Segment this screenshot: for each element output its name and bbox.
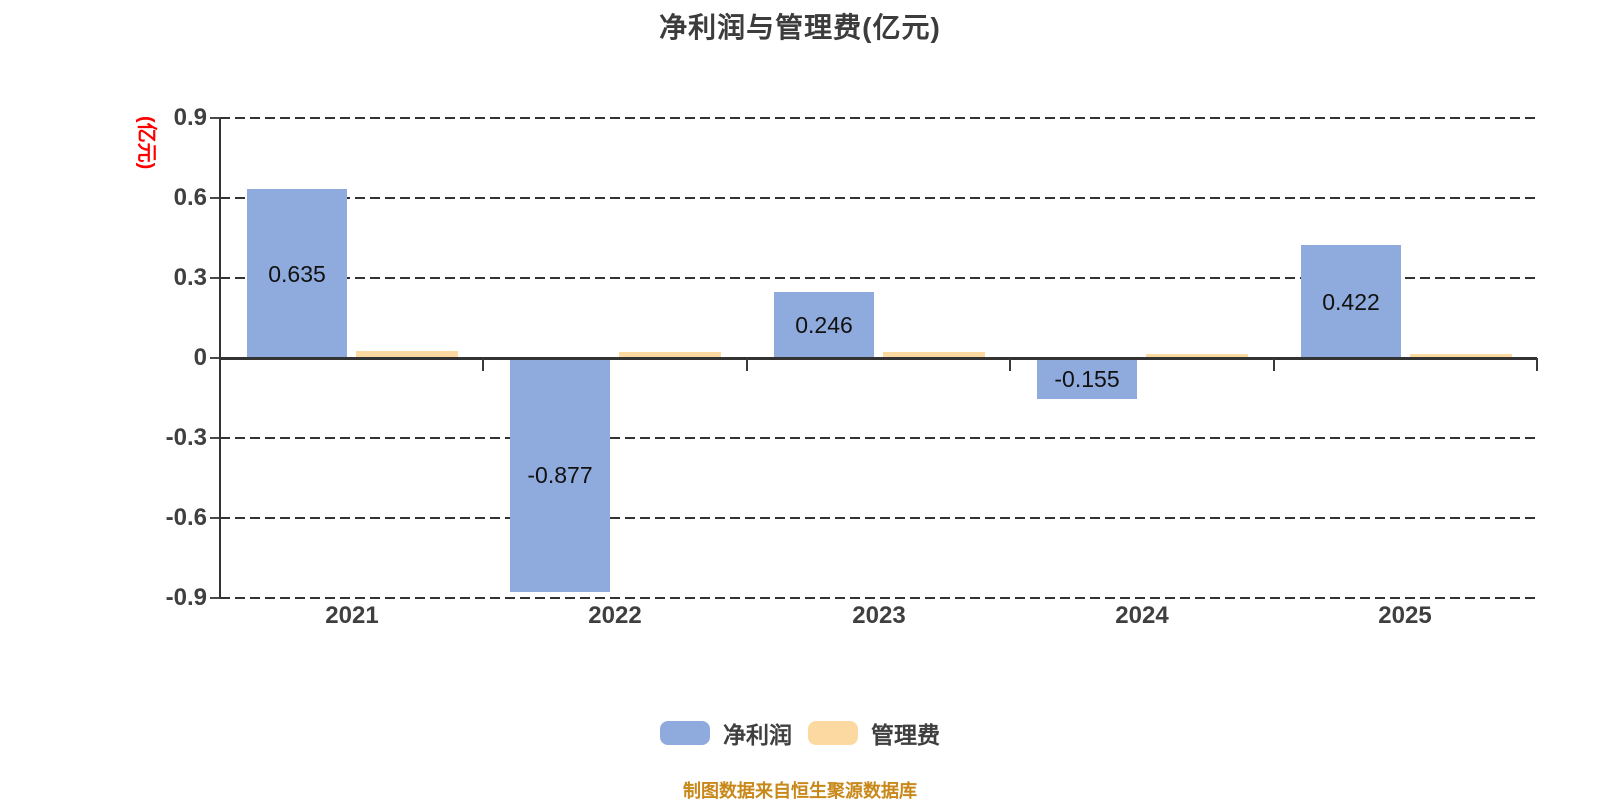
legend-label-management-fee: 管理费 (871, 722, 940, 748)
x-axis-zero-line (220, 357, 1537, 360)
y-tick-label: -0.6 (165, 504, 207, 531)
chart-title: 净利润与管理费(亿元) (659, 12, 941, 43)
x-axis-tick (1009, 358, 1011, 371)
bar-management-fee (356, 351, 458, 358)
bar-net-profit (510, 358, 610, 592)
x-axis-tick (1273, 358, 1275, 371)
legend-item-management-fee: 管理费 (808, 716, 940, 750)
bar-net-profit (247, 189, 347, 358)
y-tick-label: 0.3 (173, 264, 207, 291)
bar-net-profit (1301, 245, 1401, 358)
x-tick-label: 2021 (325, 602, 379, 629)
x-tick-label: 2023 (852, 602, 906, 629)
y-axis-tick (210, 117, 220, 119)
y-axis-line (219, 119, 221, 598)
y-tick-label: -0.9 (165, 584, 207, 611)
y-tick-label: -0.3 (165, 424, 207, 451)
bar-value-label: -0.155 (1054, 365, 1120, 392)
x-tick-label: 2022 (588, 602, 642, 629)
x-tick-label: 2024 (1115, 602, 1169, 629)
bar-value-label: 0.635 (268, 260, 326, 287)
y-axis-tick (210, 437, 220, 439)
gridline (220, 437, 1537, 439)
gridline (220, 597, 1537, 599)
y-axis-tick (210, 517, 220, 519)
y-tick-label: 0.9 (173, 104, 207, 131)
bar-management-fee (1410, 354, 1512, 358)
y-tick-label: 0 (193, 344, 207, 371)
y-tick-label: 0.6 (173, 184, 207, 211)
bar-management-fee (619, 352, 721, 358)
bar-value-label: 0.422 (1322, 288, 1380, 315)
bar-management-fee (883, 352, 985, 358)
gridline (220, 117, 1537, 119)
gridline (220, 197, 1537, 199)
legend-label-net-profit: 净利润 (723, 722, 792, 748)
source-note: 制图数据来自恒生聚源数据库 (683, 781, 917, 800)
bar-value-label: 0.246 (795, 312, 853, 338)
x-axis-tick (1536, 358, 1538, 371)
bar-value-label: -0.877 (527, 462, 593, 488)
net-profit-swatch-icon (660, 721, 710, 745)
gridline (220, 277, 1537, 279)
bar-net-profit (774, 292, 874, 358)
management-fee-swatch-icon (808, 721, 858, 745)
gridline (220, 517, 1537, 519)
legend-item-net-profit: 净利润 (660, 716, 792, 750)
x-tick-label: 2025 (1378, 602, 1432, 629)
y-axis-tick (210, 197, 220, 199)
bar-net-profit (1037, 358, 1137, 399)
y-axis-tick (210, 277, 220, 279)
x-axis-tick (482, 358, 484, 371)
y-axis-tick (210, 357, 220, 359)
legend: 净利润 管理费 (0, 718, 1600, 748)
x-axis-tick (746, 358, 748, 371)
y-axis-tick (210, 597, 220, 599)
bar-management-fee (1146, 354, 1248, 358)
